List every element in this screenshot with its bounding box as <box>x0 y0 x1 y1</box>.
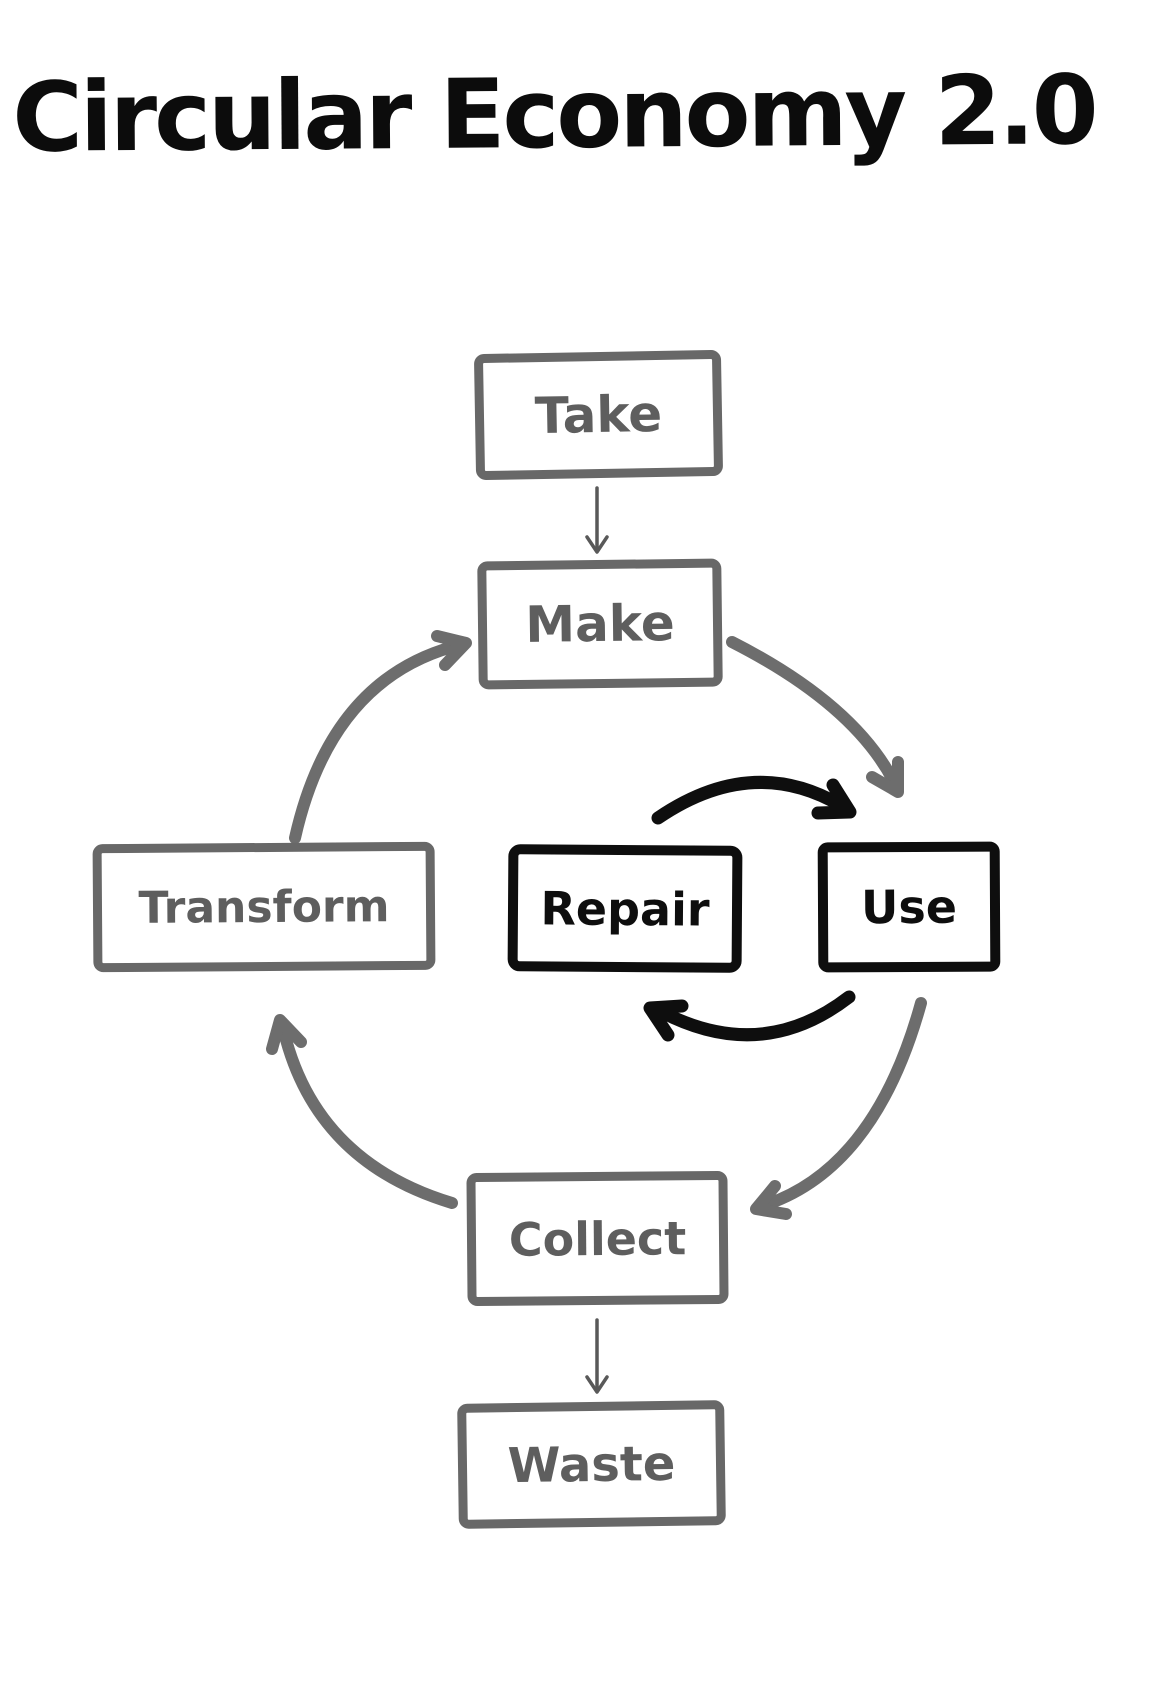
node-waste-label: Waste <box>507 1435 676 1494</box>
arrow-transform-to-make <box>289 641 458 844</box>
arrow-use-to-repair <box>655 990 856 1042</box>
node-make: Make <box>477 558 723 690</box>
arrowhead-collect-to-waste <box>585 1375 609 1394</box>
arrow-collect-to-transform <box>278 1026 458 1209</box>
node-collect-label: Collect <box>508 1210 687 1267</box>
node-repair: Repair <box>507 844 743 973</box>
node-waste: Waste <box>457 1400 726 1529</box>
node-collect: Collect <box>466 1170 729 1307</box>
node-transform: Transform <box>92 841 436 973</box>
arrow-use-to-collect <box>762 997 927 1210</box>
node-make-label: Make <box>524 594 676 654</box>
node-transform-label: Transform <box>138 880 390 934</box>
arrowhead-make-to-use <box>866 756 904 798</box>
node-use-label: Use <box>860 879 958 935</box>
node-repair-label: Repair <box>540 880 710 937</box>
node-take: Take <box>473 349 724 481</box>
arrowhead-use-to-collect <box>750 1180 792 1220</box>
arrow-repair-to-use <box>651 775 847 825</box>
arrowhead-use-to-repair <box>643 999 689 1042</box>
node-use: Use <box>817 841 1001 973</box>
arrowhead-take-to-make <box>585 535 609 554</box>
arrowhead-collect-to-transform <box>266 1014 307 1055</box>
node-take-label: Take <box>534 384 663 446</box>
arrowhead-transform-to-make <box>431 630 472 671</box>
arrow-make-to-use <box>726 636 899 786</box>
arrowhead-repair-to-use <box>811 778 857 820</box>
